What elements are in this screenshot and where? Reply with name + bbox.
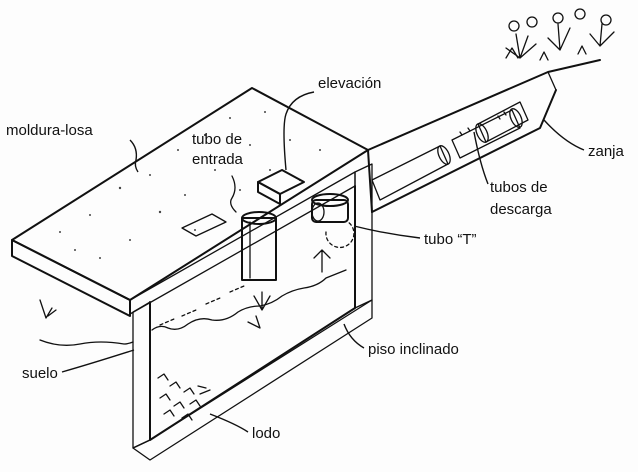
- svg-text:descarga: descarga: [490, 201, 552, 218]
- discharge-trench: [367, 59, 601, 213]
- label-piso-inclinado: piso inclinado: [343, 323, 459, 358]
- plants: [505, 8, 615, 61]
- label-suelo: suelo: [22, 349, 135, 382]
- label-tubos-de-descarga: tubos de descarga: [473, 131, 552, 218]
- slab-texture-dots: [59, 111, 321, 259]
- svg-text:zanja: zanja: [588, 143, 625, 160]
- svg-text:entrada: entrada: [192, 151, 244, 168]
- outlet-t-pipe: [311, 193, 355, 273]
- svg-text:tubos de: tubos de: [490, 179, 548, 196]
- tank-section: [129, 163, 373, 461]
- soil-marks: [39, 299, 134, 346]
- svg-text:moldura-losa: moldura-losa: [6, 122, 93, 139]
- svg-text:piso inclinado: piso inclinado: [368, 341, 459, 358]
- label-zanja: zanja: [543, 119, 625, 160]
- inlet-pipe: [230, 169, 305, 329]
- svg-text:suelo: suelo: [22, 365, 58, 382]
- sludge: [157, 373, 211, 421]
- label-lodo: lodo: [209, 413, 280, 442]
- svg-text:tubo “T”: tubo “T”: [424, 231, 477, 248]
- label-tubo-de-entrada: tubo de entrada: [192, 131, 244, 168]
- label-moldura-losa: moldura-losa: [6, 122, 139, 173]
- svg-text:lodo: lodo: [252, 425, 280, 442]
- svg-text:elevación: elevación: [318, 75, 381, 92]
- label-tubo-t: tubo “T”: [353, 225, 477, 248]
- svg-text:tubo de: tubo de: [192, 131, 242, 148]
- label-elevacion: elevación: [283, 75, 381, 171]
